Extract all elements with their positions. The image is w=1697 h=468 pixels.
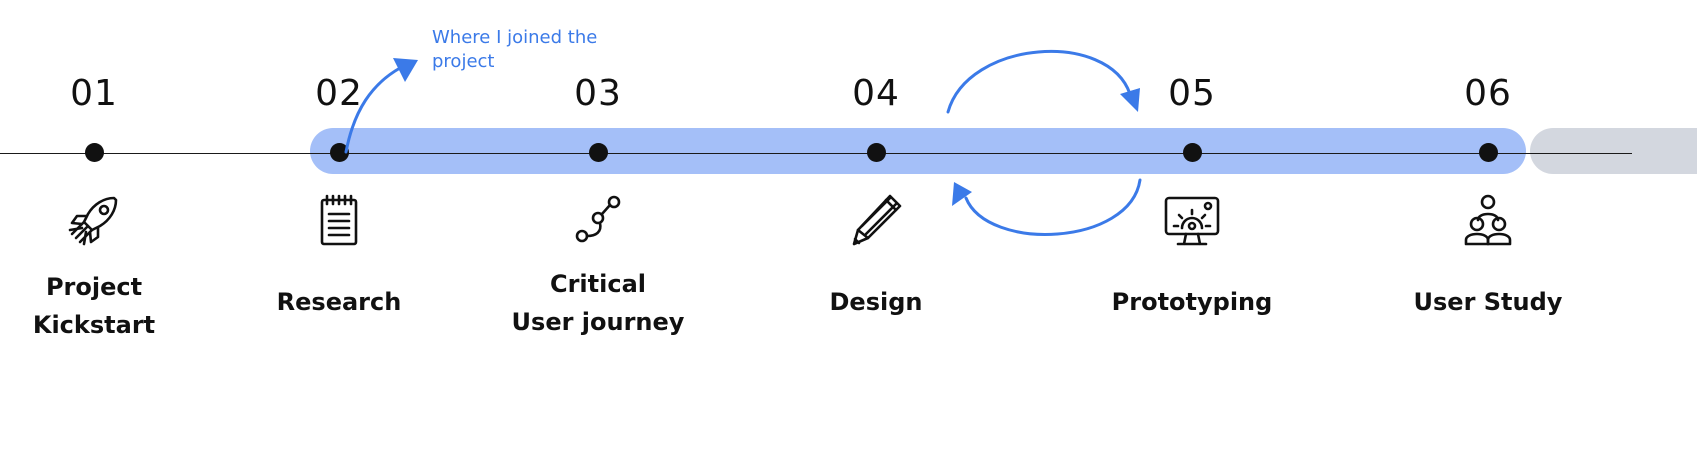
timeline-dot-06 [1478,143,1498,162]
upcoming-phase-bar [1530,128,1697,174]
iteration-back-arrow [952,178,1142,236]
pencil-icon [846,190,906,250]
timeline-dot-04 [866,143,886,162]
joined-project-annotation: Where I joined the project [432,26,652,74]
step-label-02-line1: Research [276,288,402,316]
timeline-dot-03 [588,143,608,162]
step-number-02: 02 [315,73,363,114]
step-label-05-line1: Prototyping [1111,288,1273,316]
step-label-03-line2: User journey [511,308,685,336]
rocket-icon [64,190,124,250]
step-number-03: 03 [574,73,622,114]
timeline-dot-02 [329,143,349,162]
timeline-axis-line [0,153,1632,154]
participation-highlight-bar [310,128,1526,174]
step-label-05: Prototyping [1082,283,1302,321]
journey-nodes-icon [568,190,628,250]
annotation-line1: Where I joined the [432,27,598,48]
timeline-dot-01 [84,143,104,162]
step-number-04: 04 [852,73,900,114]
step-label-06: User Study [1378,283,1598,321]
step-label-04: Design [766,283,986,321]
step-label-01-line1: Project [45,273,143,301]
step-label-01-line2: Kickstart [32,311,156,339]
step-label-06-line1: User Study [1413,288,1563,316]
timeline-dot-05 [1182,143,1202,162]
user-group-icon [1458,190,1518,250]
notepad-icon [309,190,369,250]
step-number-01: 01 [70,73,118,114]
step-label-02: Research [229,283,449,321]
step-number-05: 05 [1168,73,1216,114]
monitor-gear-icon [1162,190,1222,250]
step-label-04-line1: Design [829,288,923,316]
step-number-06: 06 [1464,73,1512,114]
step-label-03: Critical User journey [488,265,708,341]
step-label-01: Project Kickstart [0,268,204,344]
step-label-03-line1: Critical [549,270,647,298]
annotation-line2: project [432,51,495,72]
